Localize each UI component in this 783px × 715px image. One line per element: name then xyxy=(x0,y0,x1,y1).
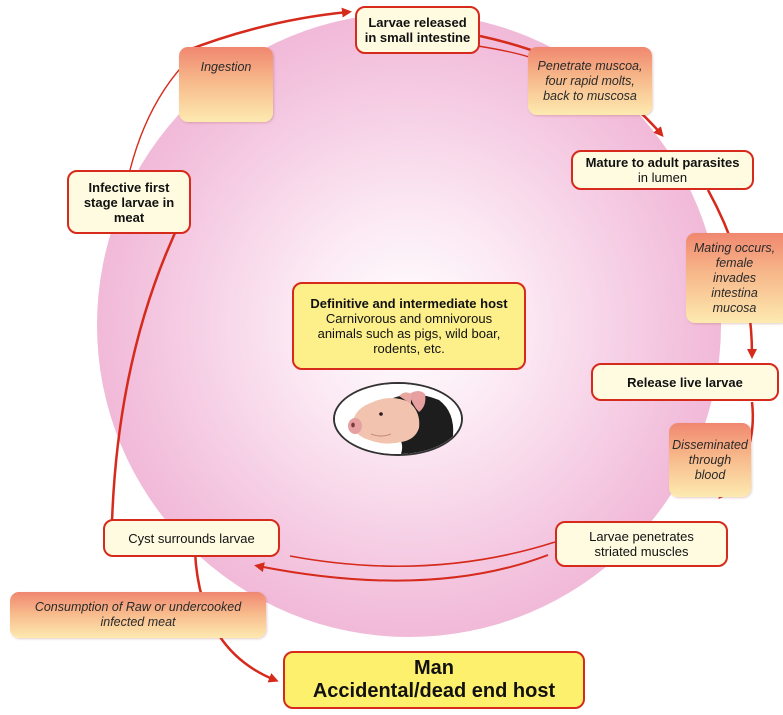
stage-infective-line2: stage larvae in xyxy=(83,194,175,210)
host-title: Definitive and intermediate host xyxy=(310,296,508,311)
pig-icon xyxy=(335,384,461,454)
note-consumption-line2: infected meat xyxy=(100,615,176,629)
note-penetrate-line2: four rapid molts, xyxy=(545,73,635,88)
note-disseminated-line3: blood xyxy=(694,467,726,482)
host-line1: Carnivorous and omnivorous xyxy=(325,311,493,326)
note-ingestion: Ingestion xyxy=(179,47,273,122)
note-mating-line3: invades intestina xyxy=(711,270,758,300)
note-disseminated: Disseminated through blood xyxy=(669,423,751,497)
note-mating: Mating occurs, female invades intestina … xyxy=(686,233,783,323)
note-penetrate-line1: Penetrate muscoa, xyxy=(537,58,643,73)
stage-larvae-released-line1: Larvae released xyxy=(368,15,467,30)
note-disseminated-line2: through xyxy=(688,452,732,467)
man-dead-end-host: Man Accidental/dead end host xyxy=(283,651,585,709)
note-ingestion-label: Ingestion xyxy=(200,60,252,74)
note-consumption-line1: Consumption of Raw or undercooked xyxy=(34,600,242,614)
arrow-to-infective xyxy=(110,214,184,523)
host-line3: rodents, etc. xyxy=(373,341,445,356)
pig-photo xyxy=(333,382,463,456)
note-mating-line1: Mating occurs, xyxy=(693,240,776,255)
host-description: Definitive and intermediate host Carnivo… xyxy=(292,282,526,370)
stage-larvae-released-line2: in small intestine xyxy=(364,30,471,45)
stage-penetrates-line2: striated muscles xyxy=(594,544,689,559)
arrow-to-cyst xyxy=(254,554,549,582)
stage-mature-bold: Mature to adult parasites xyxy=(585,155,740,170)
note-disseminated-line1: Disseminated xyxy=(672,437,748,452)
note-mating-line4: mucosa xyxy=(712,300,757,315)
stage-infective-line3: meat xyxy=(113,209,145,225)
host-line2: animals such as pigs, wild boar, xyxy=(317,326,501,341)
stage-cyst-label: Cyst surrounds larvae xyxy=(128,530,255,546)
stage-larvae-released: Larvae released in small intestine xyxy=(355,6,480,54)
man-line1: Man xyxy=(414,657,454,679)
stage-release-live: Release live larvae xyxy=(591,363,779,401)
note-consumption: Consumption of Raw or undercooked infect… xyxy=(10,592,266,638)
stage-release-live-label: Release live larvae xyxy=(627,374,743,390)
stage-cyst: Cyst surrounds larvae xyxy=(103,519,280,557)
stage-penetrates: Larvae penetrates striated muscles xyxy=(555,521,728,567)
stage-mature-normal: in lumen xyxy=(637,170,688,185)
stage-penetrates-line1: Larvae penetrates xyxy=(589,529,694,544)
man-line2: Accidental/dead end host xyxy=(312,680,556,702)
stage-infective-line1: Infective first xyxy=(88,179,170,195)
note-mating-line2: female xyxy=(715,255,754,270)
arrow-ingestion xyxy=(182,7,352,54)
note-penetrate-line3: back to muscosa xyxy=(543,88,637,103)
stage-mature: Mature to adult parasites in lumen xyxy=(571,150,754,190)
note-penetrate: Penetrate muscoa, four rapid molts, back… xyxy=(528,47,652,115)
stage-infective: Infective first stage larvae in meat xyxy=(67,170,191,234)
